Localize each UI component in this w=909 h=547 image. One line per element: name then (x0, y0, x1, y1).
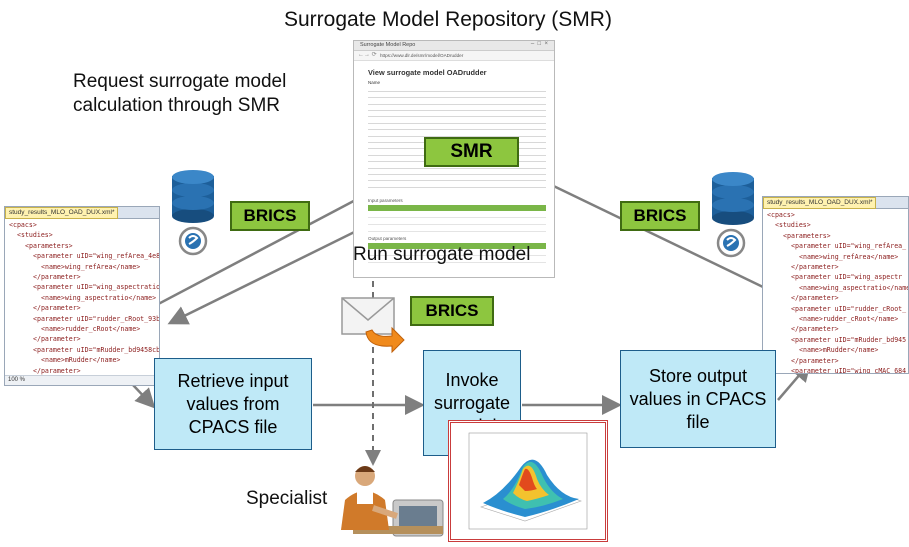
envelope-icon (338, 292, 408, 354)
xml-line[interactable]: <parameter uID="wing_aspectratio_ (33, 283, 160, 292)
brics-badge-center: BRICS (410, 296, 494, 326)
xml-left-tab[interactable]: study_results_MLO_OAD_DUX.xml* (5, 207, 119, 219)
browser-tab-label: Surrogate Model Repo (360, 42, 416, 48)
xml-line[interactable]: <parameters> (783, 231, 831, 240)
xml-line[interactable]: </parameter> (33, 366, 81, 375)
xml-line[interactable]: <studies> (775, 221, 811, 230)
database-left-icon (170, 168, 216, 228)
output-parameters-table (368, 242, 546, 263)
xml-line[interactable]: <name>wing_aspectratio</name> (41, 293, 157, 302)
xml-line[interactable]: <name>wing_refArea</name> (799, 252, 899, 261)
store-output-label: Store output values in CPACS file (629, 365, 767, 432)
xml-left-statusbar: 100 % (5, 375, 159, 385)
zoom-level[interactable]: 100 % (8, 377, 26, 383)
xml-line[interactable]: <name>wing_refArea</name> (41, 262, 141, 271)
xml-line[interactable]: </parameter> (791, 263, 839, 272)
specialist-at-computer-icon (333, 460, 445, 542)
page-title: Surrogate Model Repository (SMR) (284, 8, 612, 31)
brics-logo-right-icon (716, 228, 746, 258)
xml-line[interactable]: <parameter uID="wing_refArea_4e8 (33, 252, 160, 261)
xml-right-tab[interactable]: study_results_MLO_OAD_DUX.xml* (763, 197, 877, 209)
xml-line[interactable]: <studies> (17, 231, 53, 240)
database-right-icon (710, 170, 756, 230)
output-parameters-heading: Output parameters (368, 235, 407, 241)
address-bar[interactable]: https://www.dlr.de/smr/model/OADrudder (380, 53, 464, 58)
input-parameters-heading: Input parameters (368, 197, 403, 203)
xml-line[interactable]: </parameter> (33, 273, 81, 282)
retrieve-input-label: Retrieve input values from CPACS file (177, 370, 289, 437)
xml-line[interactable]: <cpacs> (9, 221, 37, 229)
xml-line[interactable]: </parameter> (791, 294, 839, 303)
brics-badge-right: BRICS (620, 201, 700, 231)
xml-line[interactable]: <name>mRudder</name> (41, 356, 121, 365)
xml-line[interactable]: <parameter uID="rudder_cRoot_ (791, 304, 907, 313)
xml-line[interactable]: <parameter uID="wing_aspectr (791, 273, 903, 282)
surrogate-surface-plot (448, 420, 608, 542)
xml-line[interactable]: </parameter> (33, 335, 81, 344)
xml-line[interactable]: <parameter uID="mRudder_bd9458cb- (33, 345, 160, 354)
xml-line[interactable]: <parameter uID="wing_refArea_ (791, 242, 907, 251)
xml-line[interactable]: <parameter uID="mRudder_bd945 (791, 335, 907, 344)
xml-line[interactable]: </parameter> (791, 325, 839, 334)
model-heading: View surrogate model OADrudder (368, 68, 487, 77)
arrow-store-to-smr (505, 162, 791, 302)
brics-badge-left: BRICS (230, 201, 310, 231)
request-caption: Request surrogate model calculation thro… (73, 71, 287, 116)
xml-right-content: <cpacs> <studies><parameters> <parameter u… (763, 209, 909, 374)
xml-line[interactable]: </parameter> (33, 304, 81, 313)
xml-line[interactable]: <cpacs> (767, 211, 795, 219)
field-name: Name (368, 80, 381, 85)
smr-badge: SMR (424, 137, 519, 167)
specialist-caption: Specialist (246, 488, 328, 509)
input-parameters-table (368, 204, 546, 232)
xml-line[interactable]: </parameter> (791, 356, 839, 365)
xml-line[interactable]: <parameter uID="rudder_cRoot_93b7 (33, 314, 160, 323)
retrieve-input-box: Retrieve input values from CPACS file (154, 358, 312, 450)
xml-editor-right: study_results_MLO_OAD_DUX.xml* <cpacs> <s… (762, 196, 909, 374)
nav-arrows-icon[interactable]: ←→ ⟳ (358, 52, 377, 58)
xml-left-content: <cpacs> <studies><parameters> <parameter u… (5, 219, 160, 385)
xml-line[interactable]: <parameters> (25, 241, 73, 250)
xml-line[interactable]: <parameter uID="wing_cMAC_684 (791, 367, 907, 374)
brics-logo-left-icon (178, 226, 208, 256)
xml-line[interactable]: <name>rudder_cRoot</name> (799, 315, 899, 324)
xml-editor-left: study_results_MLO_OAD_DUX.xml* <cpacs> <s… (4, 206, 160, 386)
xml-line[interactable]: <name>rudder_cRoot</name> (41, 325, 141, 334)
run-caption: Run surrogate model (353, 244, 531, 265)
window-controls: – □ × (530, 41, 548, 47)
xml-line[interactable]: <name>mRudder</name> (799, 346, 879, 355)
xml-line[interactable]: <name>wing_aspectratio</name> (799, 283, 909, 292)
store-output-box: Store output values in CPACS file (620, 350, 776, 448)
